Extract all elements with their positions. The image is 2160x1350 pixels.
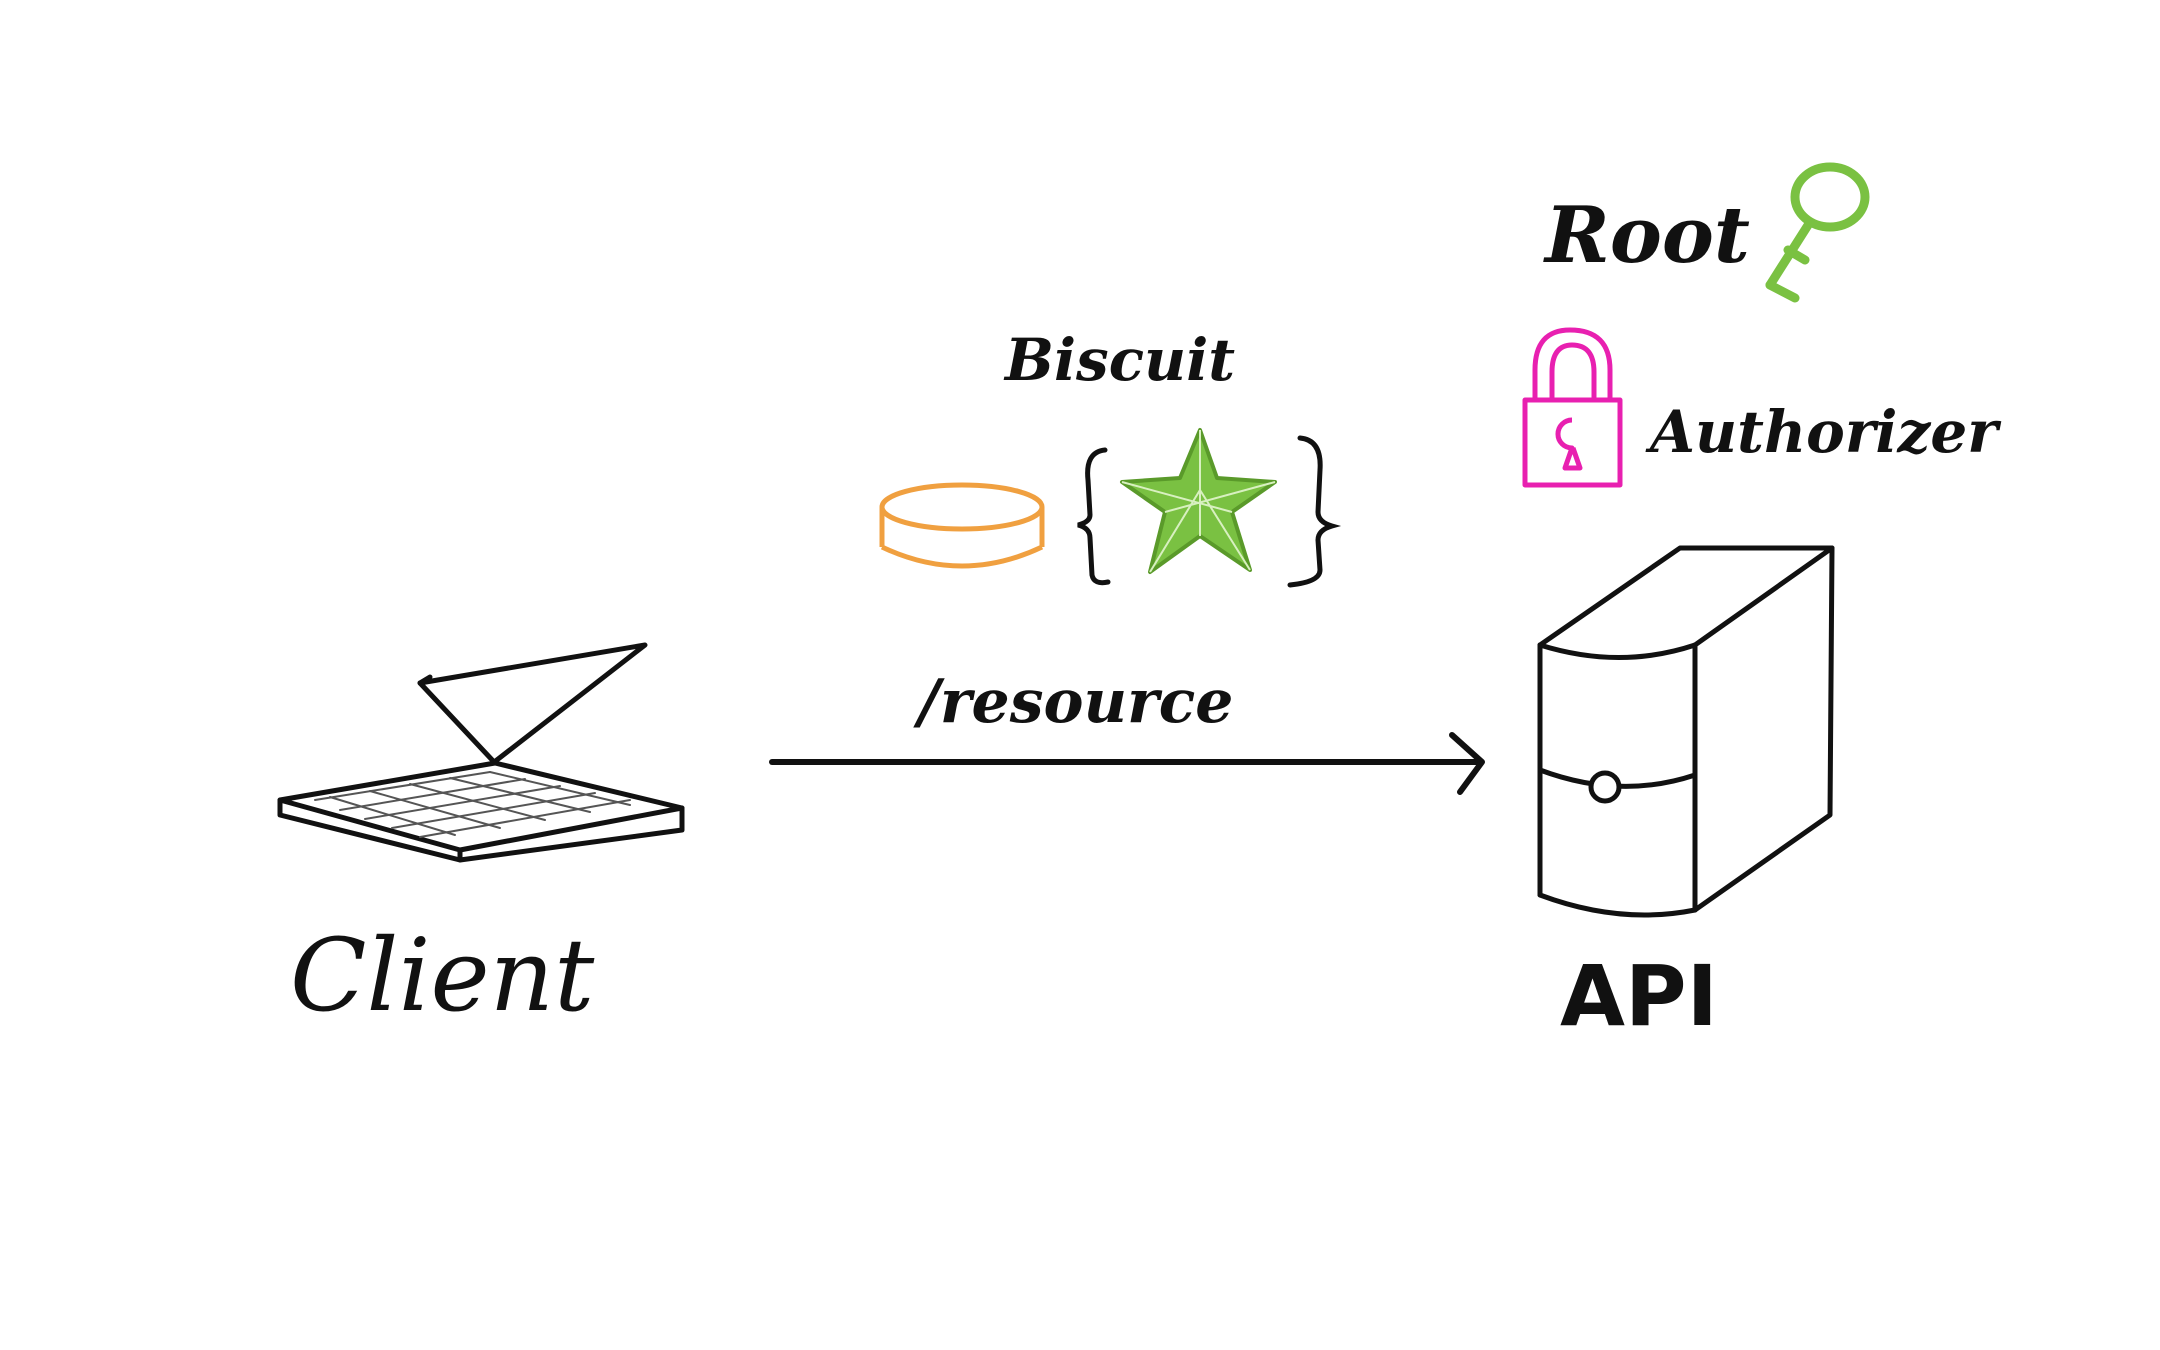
key-icon [1765,162,1870,303]
client-label: Client [290,917,595,1034]
laptop-icon [277,642,685,863]
biscuit-token-icon [879,482,1045,569]
root-label: Root [1543,190,1750,281]
biscuit-label: Biscuit [1003,326,1235,394]
caveat-braces [1077,435,1342,588]
request-arrow [769,732,1485,795]
api-label: API [1560,947,1718,1045]
padlock-icon [1522,327,1623,488]
star-icon [1120,428,1277,574]
authorizer-label: Authorizer [1645,398,2002,466]
resource-label: /resource [913,667,1233,737]
server-icon [1537,545,1835,918]
